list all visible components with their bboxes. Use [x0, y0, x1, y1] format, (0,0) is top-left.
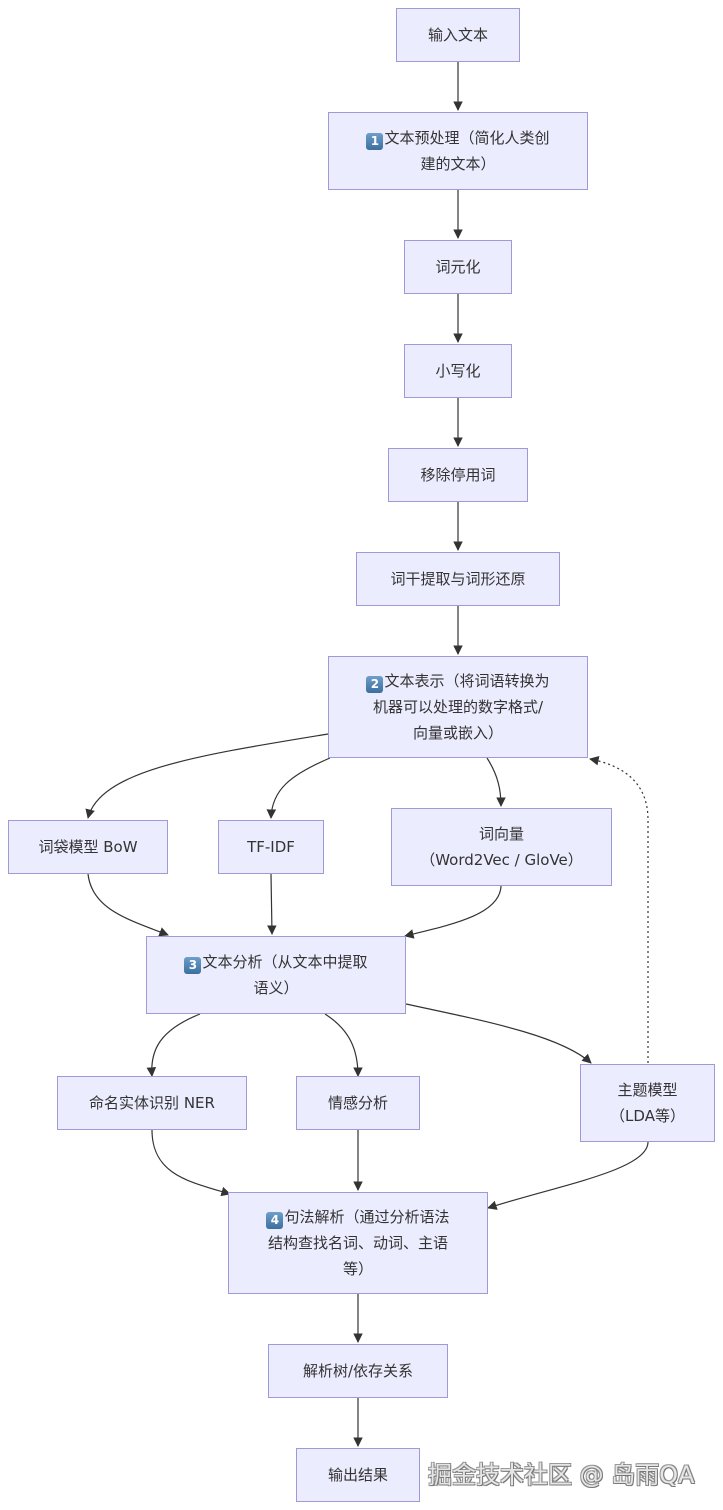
node-label: 词袋模型 BoW: [38, 838, 138, 856]
node-label-line2: 机器可以处理的数字格式/: [372, 698, 544, 716]
node-label: 输出结果: [327, 1466, 388, 1484]
keycap-4-icon: 4: [266, 1212, 284, 1229]
node-label: 移除停用词: [420, 466, 496, 484]
node-label-line1: 词向量: [478, 825, 524, 843]
node-label: 主题模型 （LDA等）: [610, 1077, 685, 1129]
node-stemming-lemmatization: 词干提取与词形还原: [356, 552, 560, 606]
node-label: 词向量 （Word2Vec / GloVe）: [420, 821, 583, 873]
node-label-line1: 句法解析（通过分析语法: [284, 1208, 450, 1226]
watermark: 掘金技术社区 @ 岛雨QA: [428, 1461, 695, 1489]
edge-bow-analysis: [87, 873, 169, 937]
node-label: 小写化: [435, 362, 481, 380]
node-bag-of-words: 词袋模型 BoW: [8, 820, 168, 874]
node-label-line2: （Word2Vec / GloVe）: [420, 851, 583, 869]
node-label-line2: 建的文本）: [420, 155, 496, 173]
node-label: 词元化: [435, 258, 481, 276]
node-label: 解析树/依存关系: [302, 1362, 414, 1380]
node-tf-idf: TF-IDF: [218, 820, 324, 874]
node-remove-stopwords: 移除停用词: [388, 448, 528, 502]
edge-analysis-ner: [146, 1013, 201, 1077]
node-label: TF-IDF: [247, 838, 295, 856]
node-output-result: 输出结果: [296, 1448, 420, 1502]
keycap-3-icon: 3: [184, 957, 202, 974]
edge-topic-parsing: [487, 1141, 649, 1210]
node-label-line1: 主题模型: [617, 1081, 678, 1099]
node-label-line3: 等）: [342, 1260, 373, 1278]
edge-ner-parsing: [151, 1129, 231, 1197]
edge-representation-wordvec: [486, 757, 506, 807]
node-label-line2: （LDA等）: [610, 1107, 685, 1125]
node-label-line2: 语义）: [253, 979, 299, 997]
node-label-line1: 文本预处理（简化人类创: [384, 129, 550, 147]
node-label: 输入文本: [427, 26, 488, 44]
node-label-line1: 文本分析（从文本中提取: [202, 953, 368, 971]
node-topic-model: 主题模型 （LDA等）: [580, 1064, 715, 1142]
node-named-entity-recognition: 命名实体识别 NER: [57, 1076, 247, 1130]
edge-wordvec-analysis: [404, 885, 502, 939]
node-word-vectors: 词向量 （Word2Vec / GloVe）: [391, 808, 612, 886]
node-label: 词干提取与词形还原: [390, 570, 526, 588]
node-tokenization: 词元化: [404, 240, 512, 294]
node-label: 命名实体识别 NER: [89, 1094, 215, 1112]
node-label: 情感分析: [327, 1094, 388, 1112]
node-lowercase: 小写化: [404, 344, 512, 398]
node-parse-tree: 解析树/依存关系: [268, 1344, 448, 1398]
edge-analysis-topic: [405, 1003, 592, 1064]
node-sentiment-analysis: 情感分析: [296, 1076, 420, 1130]
node-label-line2: 结构查找名词、动词、主语: [267, 1234, 448, 1252]
node-label-line3: 向量或嵌入）: [412, 724, 503, 742]
keycap-1-icon: 1: [366, 133, 384, 150]
node-input-text: 输入文本: [396, 8, 520, 62]
edge-tfidf-analysis: [267, 873, 277, 935]
edge-analysis-sentiment: [324, 1013, 363, 1077]
keycap-2-icon: 2: [366, 676, 384, 693]
edge-topic-representation: [589, 755, 649, 1063]
node-label-line1: 文本表示（将词语转换为: [384, 672, 550, 690]
edge-representation-bow: [85, 733, 329, 819]
edge-representation-tfidf: [266, 757, 331, 819]
